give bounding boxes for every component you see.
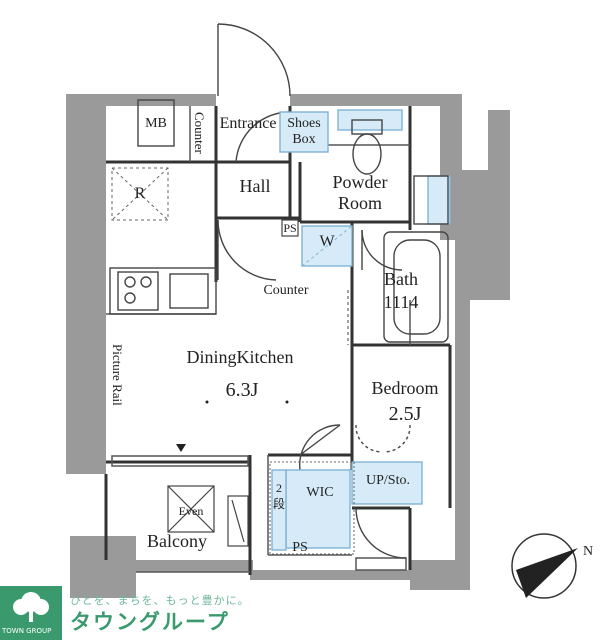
- label-wic: WIC: [306, 485, 334, 500]
- mb-box: [137, 99, 175, 147]
- label-shoes-box-2: Box: [292, 132, 316, 147]
- label-hall: Hall: [239, 176, 271, 196]
- wic-dashed: [269, 461, 355, 555]
- label-bath-size: 1114: [383, 292, 419, 312]
- bathtub: [383, 231, 449, 343]
- label-bedroom-size: 2.5J: [388, 403, 422, 425]
- balcony-fixtures: [167, 485, 249, 547]
- label-even: Even: [178, 504, 204, 518]
- label-step-1: 2: [276, 481, 282, 495]
- label-bath: Bath: [384, 269, 418, 289]
- label-balcony: Balcony: [147, 531, 207, 551]
- label-counter-vertical: Counter: [192, 112, 207, 154]
- label-dining-kitchen-size: 6.3J: [225, 379, 259, 401]
- label-step-2: 段: [272, 497, 286, 511]
- label-up-storage: UP/Sto.: [366, 473, 410, 488]
- refrigerator-space: [111, 167, 169, 221]
- kitchen-counter: [109, 267, 217, 315]
- tree-icon: [13, 592, 49, 622]
- toilet: [351, 119, 383, 175]
- label-mb: MB: [145, 116, 167, 131]
- compass: [511, 533, 578, 599]
- label-picture-rail: Picture Rail: [110, 344, 125, 406]
- fixtures-blue: [271, 109, 451, 551]
- label-dining-kitchen: DiningKitchen: [186, 347, 294, 367]
- ps-box-top: [281, 219, 299, 237]
- label-powder-room-1: Powder: [332, 172, 388, 192]
- exterior-walls: [66, 94, 510, 598]
- label-powder-room-2: Room: [337, 193, 383, 213]
- label-entrance: Entrance: [219, 115, 277, 132]
- label-refrigerator: R: [134, 185, 146, 202]
- label-washer: W: [319, 233, 335, 250]
- compass-north-label: N: [582, 544, 594, 559]
- label-shoes-box-1: Shoes: [287, 116, 321, 131]
- window-marker: [176, 444, 186, 452]
- label-bedroom: Bedroom: [371, 378, 439, 398]
- logo-sub: TOWN GROUP: [2, 627, 52, 635]
- logo-name: タウングループ: [70, 610, 230, 634]
- label-counter: Counter: [263, 283, 309, 298]
- label-ps-top: PS: [283, 221, 297, 235]
- label-ps-bottom: PS: [292, 540, 308, 555]
- logo-tagline: ひとを、まちを、もっと豊かに。: [70, 594, 250, 607]
- town-group-logo: [0, 586, 62, 640]
- powder-sink: [413, 175, 449, 225]
- washer-diagonal: [301, 225, 353, 267]
